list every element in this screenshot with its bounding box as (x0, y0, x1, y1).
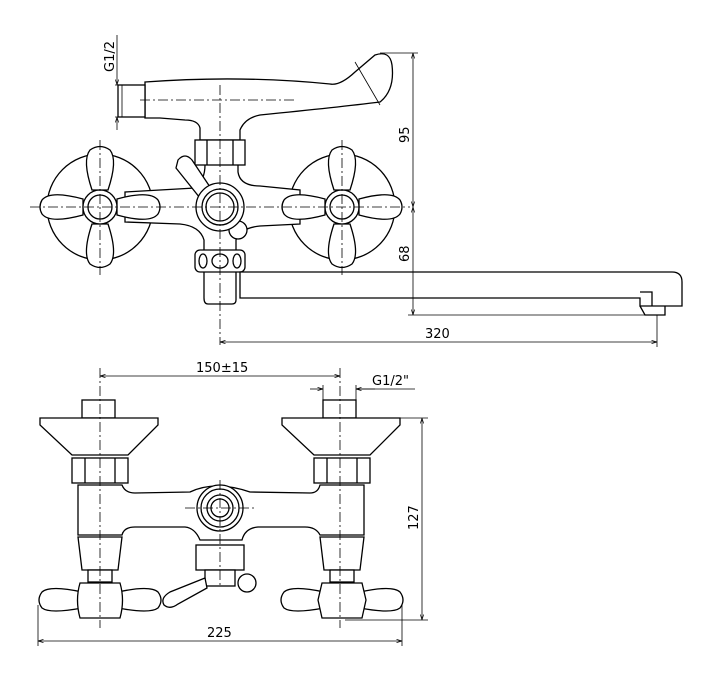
top-view: G1/2 95 68 320 (30, 35, 683, 347)
center-distance-label: 150±15 (196, 361, 248, 376)
front-height-label: 127 (407, 505, 422, 530)
outlet-height-label: 68 (398, 245, 413, 262)
front-inlet-thread-label: G1/2" (372, 374, 409, 389)
front-view: 150±15 G1/2" 127 225 (37, 361, 428, 646)
front-diverter-lever (162, 577, 208, 608)
front-width-label: 225 (207, 626, 232, 641)
left-flange (39, 417, 159, 456)
spout-height-label: 95 (398, 126, 413, 143)
right-flange (281, 417, 401, 456)
shower-outlet-arm (144, 53, 394, 141)
front-left-handle (38, 582, 162, 619)
top-inlet-thread-label: G1/2 (103, 41, 118, 72)
long-spout (239, 271, 683, 307)
spout-length-label: 320 (425, 327, 450, 342)
right-nut (313, 457, 371, 484)
inlet-thread (117, 84, 146, 118)
right-inlet (322, 399, 357, 419)
left-inlet (81, 399, 116, 419)
front-right-handle (280, 582, 404, 619)
left-cross-handle (39, 145, 161, 269)
